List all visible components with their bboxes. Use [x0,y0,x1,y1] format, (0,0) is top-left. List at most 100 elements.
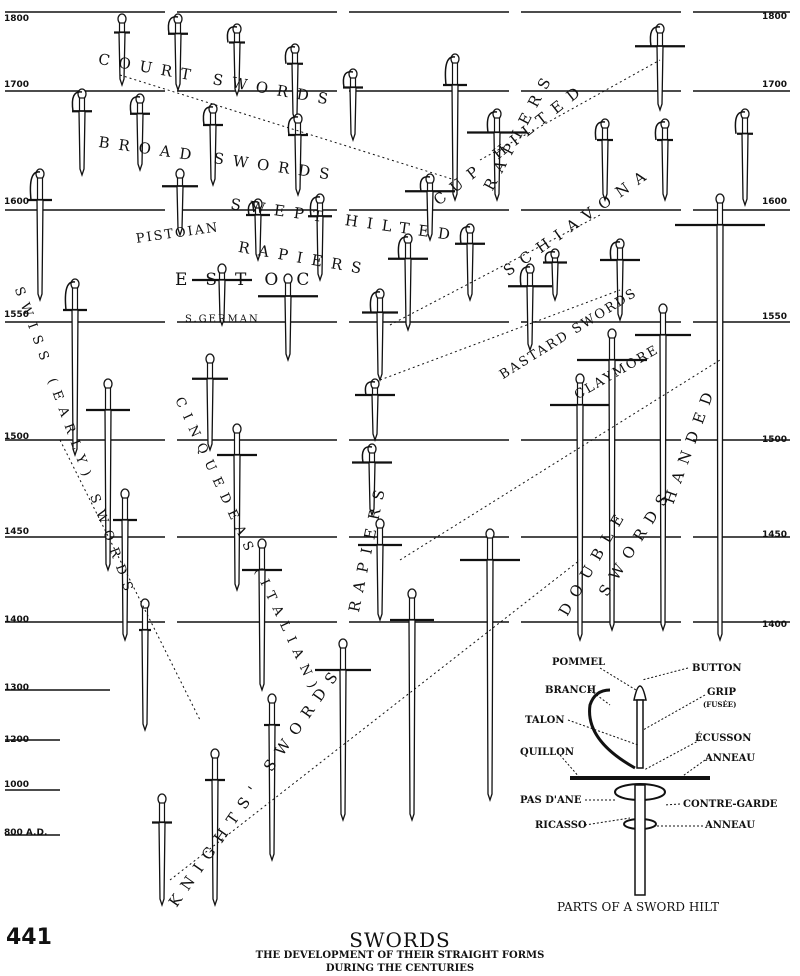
year-label: 1800 [762,12,788,22]
lineage-connector [59,439,201,721]
knuckle-guard-icon [486,111,498,133]
knuckle-guard-icon [309,196,321,217]
blade-icon [268,724,276,863]
plate-number: 441 [6,925,52,950]
blade-icon [368,461,376,518]
grip-icon [141,607,149,631]
year-label: 1450 [762,530,788,540]
grip-icon [451,62,459,86]
knuckle-guard-icon [519,266,531,287]
blade-icon [408,619,416,823]
knuckle-guard-icon [226,26,238,43]
grip-icon [408,597,416,621]
blade-icon [258,569,266,693]
hilt-part-pas-dane: PAS D'ANE [520,795,582,806]
hilt-part-grip: GRIP [707,687,737,698]
knuckle-guard-icon [284,46,296,64]
knuckle-guard-icon [444,56,456,86]
grip-icon [616,247,624,261]
blade-icon [404,258,412,333]
lineage-connector [379,289,621,381]
hilt-part-ricasso: RICASSO [535,820,587,831]
plate-title: SWORDS [349,928,451,952]
year-label: 1200 [4,735,30,745]
grip-icon [136,102,144,115]
year-label: 1700 [762,80,788,90]
blade-icon [136,113,144,173]
blade-icon [486,559,494,803]
blade-icon [376,311,384,383]
hilt-part-ecusson: ÉCUSSON [695,733,752,744]
grip-icon [118,22,126,34]
knuckle-guard-icon [419,176,431,192]
blade-icon [211,779,219,908]
hilt-caption: PARTS OF A SWORD HILT [557,900,720,914]
knuckle-guard-icon [609,241,621,261]
blade-icon [176,185,184,238]
blade-icon [294,134,302,198]
hilt-part-talon: TALON [525,715,565,726]
blade-icon [551,261,559,303]
blade-icon [233,454,241,593]
blade-icon [118,31,126,88]
label-s-german: S.GERMAN [185,314,260,325]
grip-icon [339,647,347,671]
knuckle-guard-icon [649,26,661,47]
grip-icon [716,202,724,226]
plate-subtitle: THE DEVELOPMENT OF THEIR STRAIGHT FORMS [255,950,545,961]
knuckle-guard-icon [167,16,179,34]
hilt-leader-line [664,803,681,806]
knuckle-guard-icon [361,446,373,463]
blade-icon [36,199,44,303]
blade-icon [659,334,667,633]
year-label: 1800 [4,14,30,24]
blade-icon [601,139,609,203]
hilt-leader-line [559,754,581,779]
grip-icon [158,802,166,824]
knuckle-guard-icon [129,96,141,114]
year-label: 1000 [4,780,30,790]
blade-icon [656,45,664,113]
hilt-branch-icon [588,688,636,770]
blade-icon [284,295,292,363]
knuckle-guard-icon [71,91,83,112]
blade-icon [466,243,474,303]
blade-icon [349,86,357,143]
year-label: 1500 [4,432,30,442]
hilt-part-anneau: ANNEAU [705,753,756,764]
grip-icon [349,77,357,89]
lineage-connector [119,74,456,181]
grip-icon [291,52,299,65]
hilt-leader-line [589,689,611,706]
knuckle-guard-icon [29,171,41,201]
blade-icon [661,139,669,203]
grip-icon [36,177,44,201]
hilt-part-pommel: POMMEL [552,657,606,668]
knuckle-guard-icon [247,201,259,216]
knuckle-guard-icon [459,226,471,244]
grip-icon [174,22,182,35]
grip-icon [486,537,494,561]
hilt-leader-line [599,667,637,691]
year-label: 1400 [762,620,788,630]
blade-icon [426,190,434,243]
year-label: 1550 [4,310,30,320]
lineage-connector [169,559,581,881]
blade-icon [141,629,149,733]
knuckle-guard-icon [202,106,214,126]
grip-icon [466,232,474,245]
grip-icon [211,757,219,781]
blade-icon [71,309,79,458]
grip-icon [268,702,276,726]
year-label: 1450 [4,527,30,537]
blade-icon [371,394,379,443]
grip-icon [659,312,667,336]
grip-icon [656,32,664,47]
grip-icon [368,452,376,464]
blade-icon [316,215,324,283]
hilt-part-grip-sub: (FUSÉE) [703,700,737,709]
blade-icon [741,133,749,208]
blade-icon [376,544,384,623]
blade-icon [716,224,724,643]
